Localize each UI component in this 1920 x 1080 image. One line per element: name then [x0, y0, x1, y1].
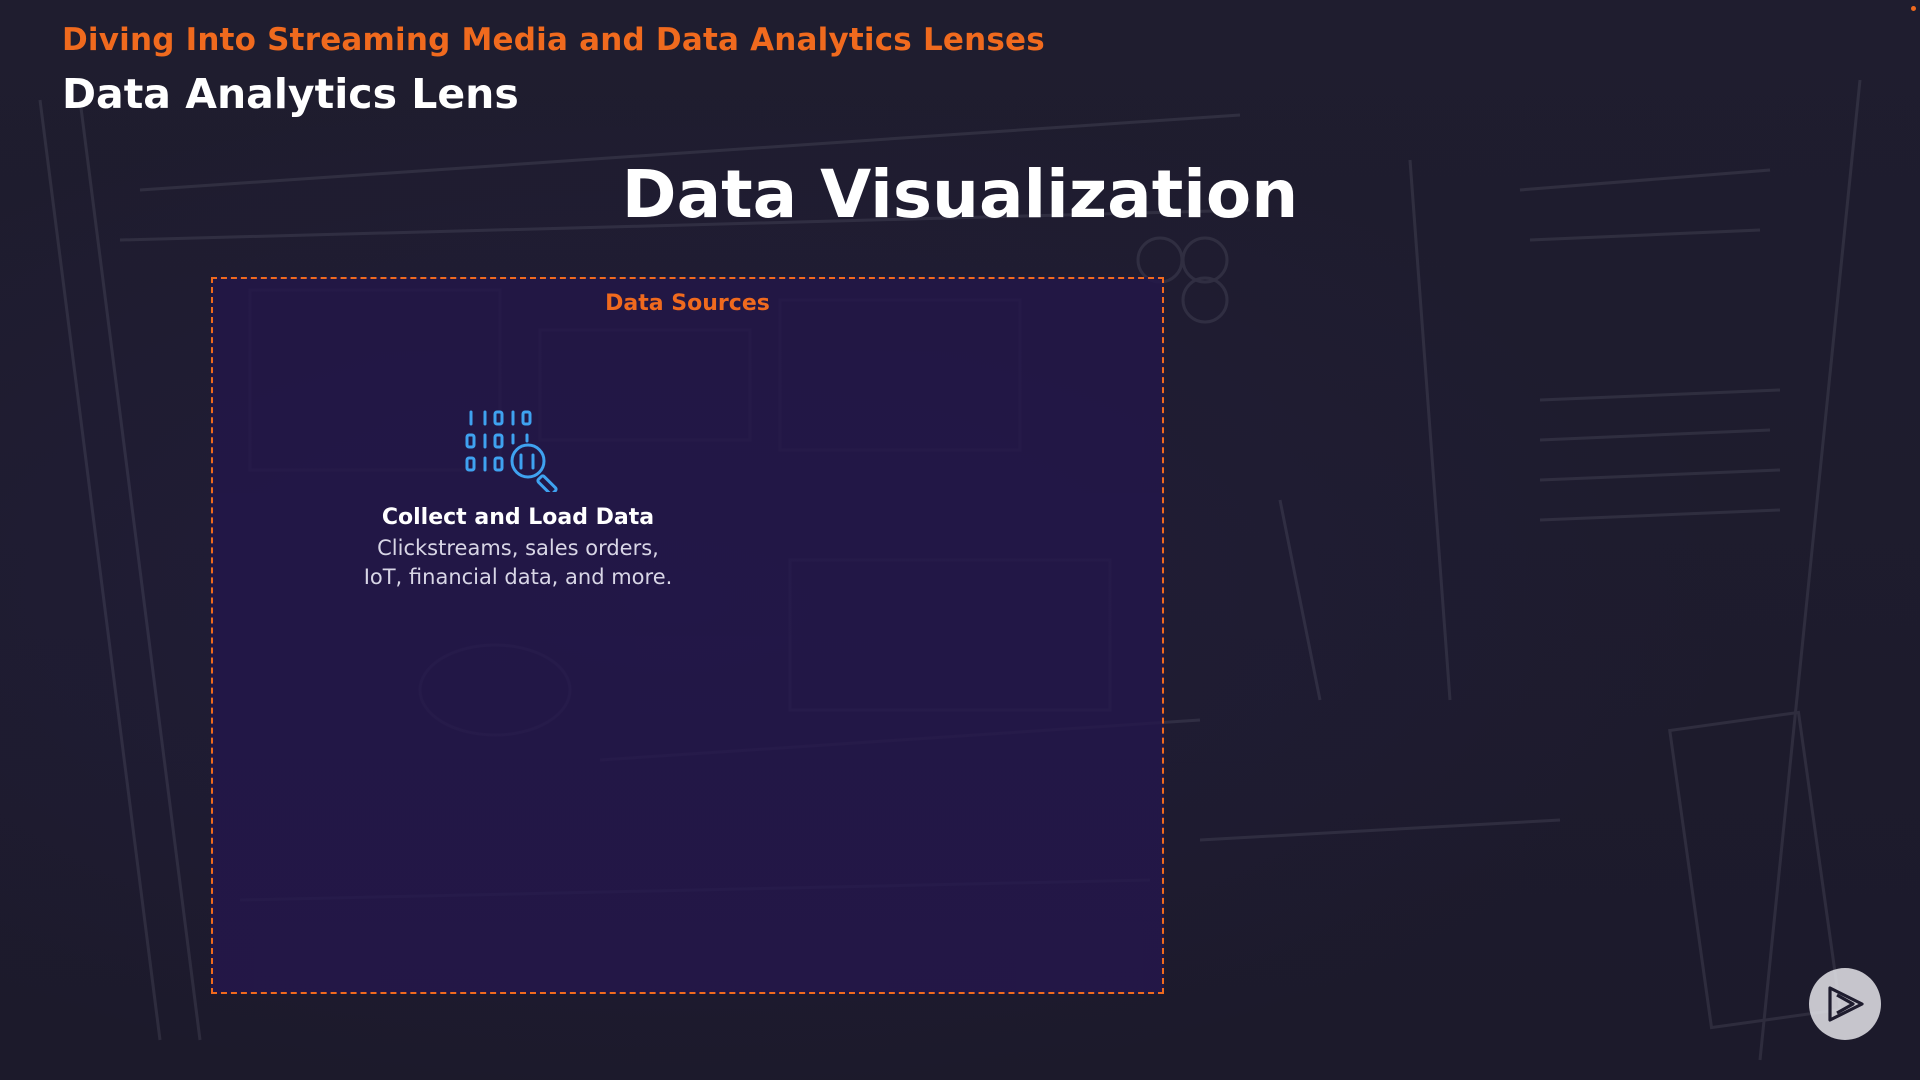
collect-load-description: Clickstreams, sales orders, IoT, financi…: [313, 534, 723, 592]
course-title: Diving Into Streaming Media and Data Ana…: [62, 22, 1045, 58]
collect-load-description-line1: Clickstreams, sales orders,: [377, 536, 659, 560]
play-button[interactable]: [1809, 968, 1881, 1040]
binary-data-search-icon: [465, 410, 558, 492]
data-sources-box: Data Sources: [211, 277, 1164, 994]
data-sources-label: Data Sources: [605, 291, 770, 316]
corner-indicator: [1911, 6, 1916, 11]
collect-load-title: Collect and Load Data: [381, 505, 655, 530]
slide-title: Data Visualization: [621, 156, 1299, 233]
collect-load-description-line2: IoT, financial data, and more.: [363, 565, 673, 589]
module-title: Data Analytics Lens: [62, 70, 519, 118]
play-logo-icon: [1828, 986, 1864, 1022]
